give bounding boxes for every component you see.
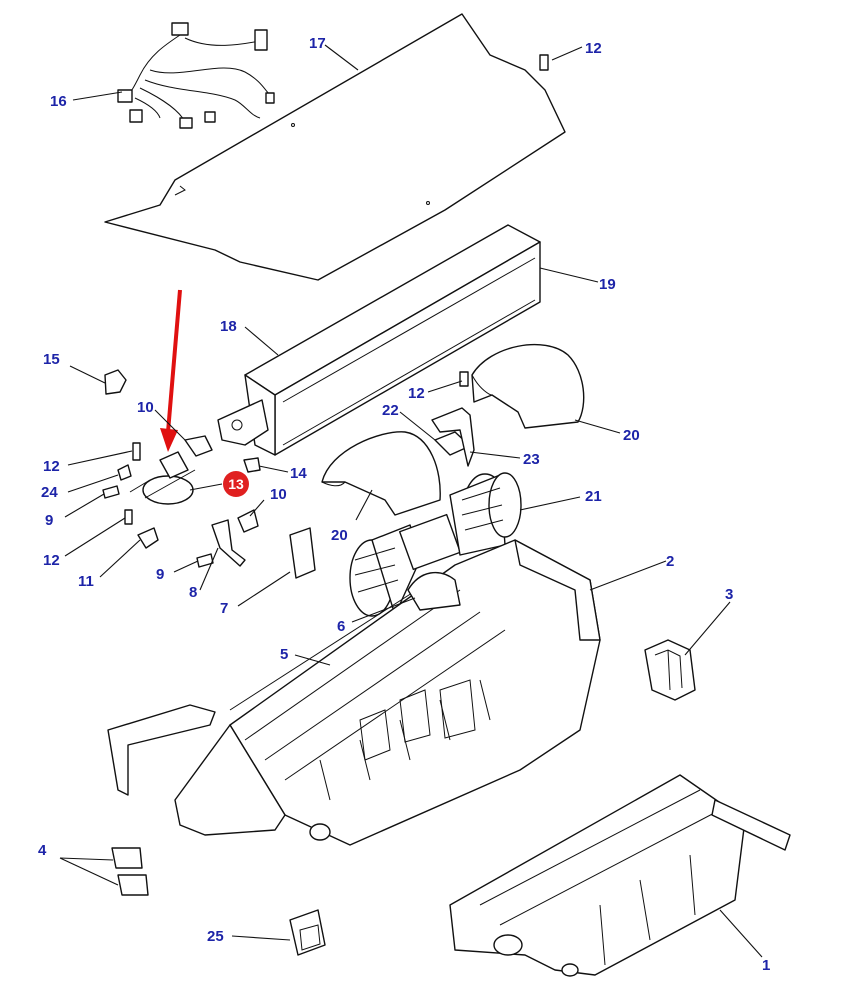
label-23: 23 [523, 451, 540, 468]
label-6: 6 [337, 618, 345, 635]
label-21: 21 [585, 488, 602, 505]
label-10b: 10 [270, 486, 287, 503]
screw-part-12-b [124, 509, 133, 525]
duct-flap [407, 571, 461, 611]
clip-part-15 [104, 369, 127, 395]
evaporator-core [217, 224, 541, 456]
screw-part-9-a [102, 485, 120, 499]
lower-heater-unit [449, 774, 791, 977]
label-7: 7 [220, 600, 228, 617]
main-housing [107, 539, 601, 846]
leader-lines [59, 44, 763, 958]
label-9b: 9 [156, 566, 164, 583]
label-17: 17 [309, 35, 326, 52]
wiring-harness [117, 22, 275, 129]
label-18: 18 [220, 318, 237, 335]
highlight-arrow [160, 289, 182, 452]
label-5: 5 [280, 646, 288, 663]
screw-part-12-a [132, 442, 141, 461]
housing-seal-strip [229, 574, 441, 711]
label-12b: 12 [408, 385, 425, 402]
highlight-callout-13: 13 [223, 471, 249, 497]
grommet-part-25 [289, 909, 326, 956]
label-19: 19 [599, 276, 616, 293]
label-3: 3 [725, 586, 733, 603]
screw-part-9-b [196, 553, 214, 568]
motor-bracket [431, 407, 475, 467]
label-25: 25 [207, 928, 224, 945]
resistor-part-7 [289, 527, 316, 579]
label-14: 14 [290, 465, 307, 482]
label-4: 4 [38, 842, 47, 859]
gasket-part-10-upper [184, 435, 213, 457]
clip-part-4-upper [111, 847, 143, 869]
label-20b: 20 [331, 527, 348, 544]
label-10a: 10 [137, 399, 154, 416]
blower-motor-assembly [349, 472, 522, 617]
actuator-part-13 [129, 451, 196, 505]
clip-part-11 [137, 527, 159, 549]
pivot-pin-part-8 [211, 519, 246, 567]
blower-housing-half-right [471, 343, 585, 429]
label-15: 15 [43, 351, 60, 368]
label-12a: 12 [585, 40, 602, 57]
label-2: 2 [666, 553, 674, 570]
spring-part-24 [117, 464, 132, 481]
label-9a: 9 [45, 512, 53, 529]
blower-housing-half-left [321, 431, 441, 516]
top-cover-plate [104, 13, 566, 281]
label-22: 22 [382, 402, 399, 419]
gasket-part-10-lower [237, 509, 259, 533]
label-13: 13 [228, 476, 244, 492]
screw-part-12-c [539, 54, 549, 71]
clip-part-14 [243, 457, 261, 473]
label-12d: 12 [43, 552, 60, 569]
label-12c: 12 [43, 458, 60, 475]
label-11: 11 [78, 573, 94, 590]
label-16: 16 [50, 93, 67, 110]
label-1: 1 [762, 957, 770, 974]
label-8: 8 [189, 584, 197, 601]
label-24: 24 [41, 484, 58, 501]
clip-part-3 [644, 639, 696, 701]
label-20a: 20 [623, 427, 640, 444]
clip-part-4-lower [117, 874, 149, 896]
screw-part-12-d [459, 371, 469, 387]
